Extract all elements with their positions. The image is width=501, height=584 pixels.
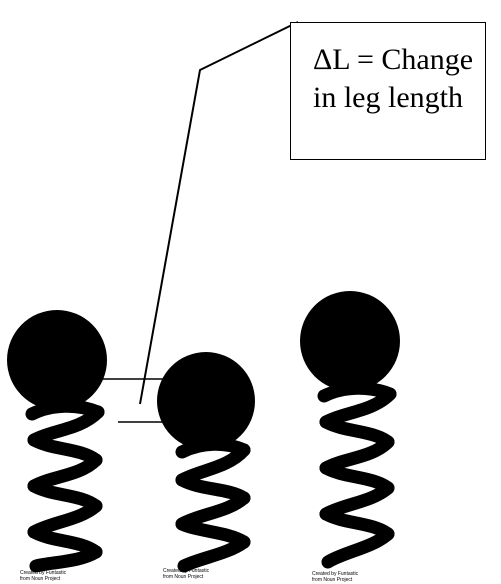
credit-line2: from Noun Project (20, 576, 61, 582)
attribution-credit: Created by Funtastic from Noun Project (20, 570, 66, 582)
credit-line2: from Noun Project (312, 577, 353, 583)
credit-line1: Created by Funtastic (20, 570, 67, 576)
attribution-credit: Created by Funtastic from Noun Project (163, 568, 209, 580)
credit-line2: from Noun Project (163, 574, 204, 580)
callout-text-line1: ΔL = Change (313, 43, 474, 76)
credit-line1: Created by Funtastic (163, 568, 210, 574)
mass-ball (300, 291, 400, 391)
mass-ball (157, 352, 255, 450)
coil-spring (175, 437, 251, 573)
coil-spring (317, 381, 397, 569)
callout-text-line2: in leg length (313, 81, 463, 114)
coil-spring (25, 399, 105, 573)
credit-line1: Created by Funtastic (312, 571, 359, 577)
attribution-credit: Created by Funtastic from Noun Project (312, 571, 358, 583)
spring-mass-icon (7, 310, 107, 573)
spring-mass-icon (157, 352, 255, 573)
callout-box: ΔL = Change in leg length (290, 22, 486, 160)
spring-mass-icon (300, 291, 400, 569)
mass-ball (7, 310, 107, 410)
callout-leader-line (139, 21, 299, 405)
